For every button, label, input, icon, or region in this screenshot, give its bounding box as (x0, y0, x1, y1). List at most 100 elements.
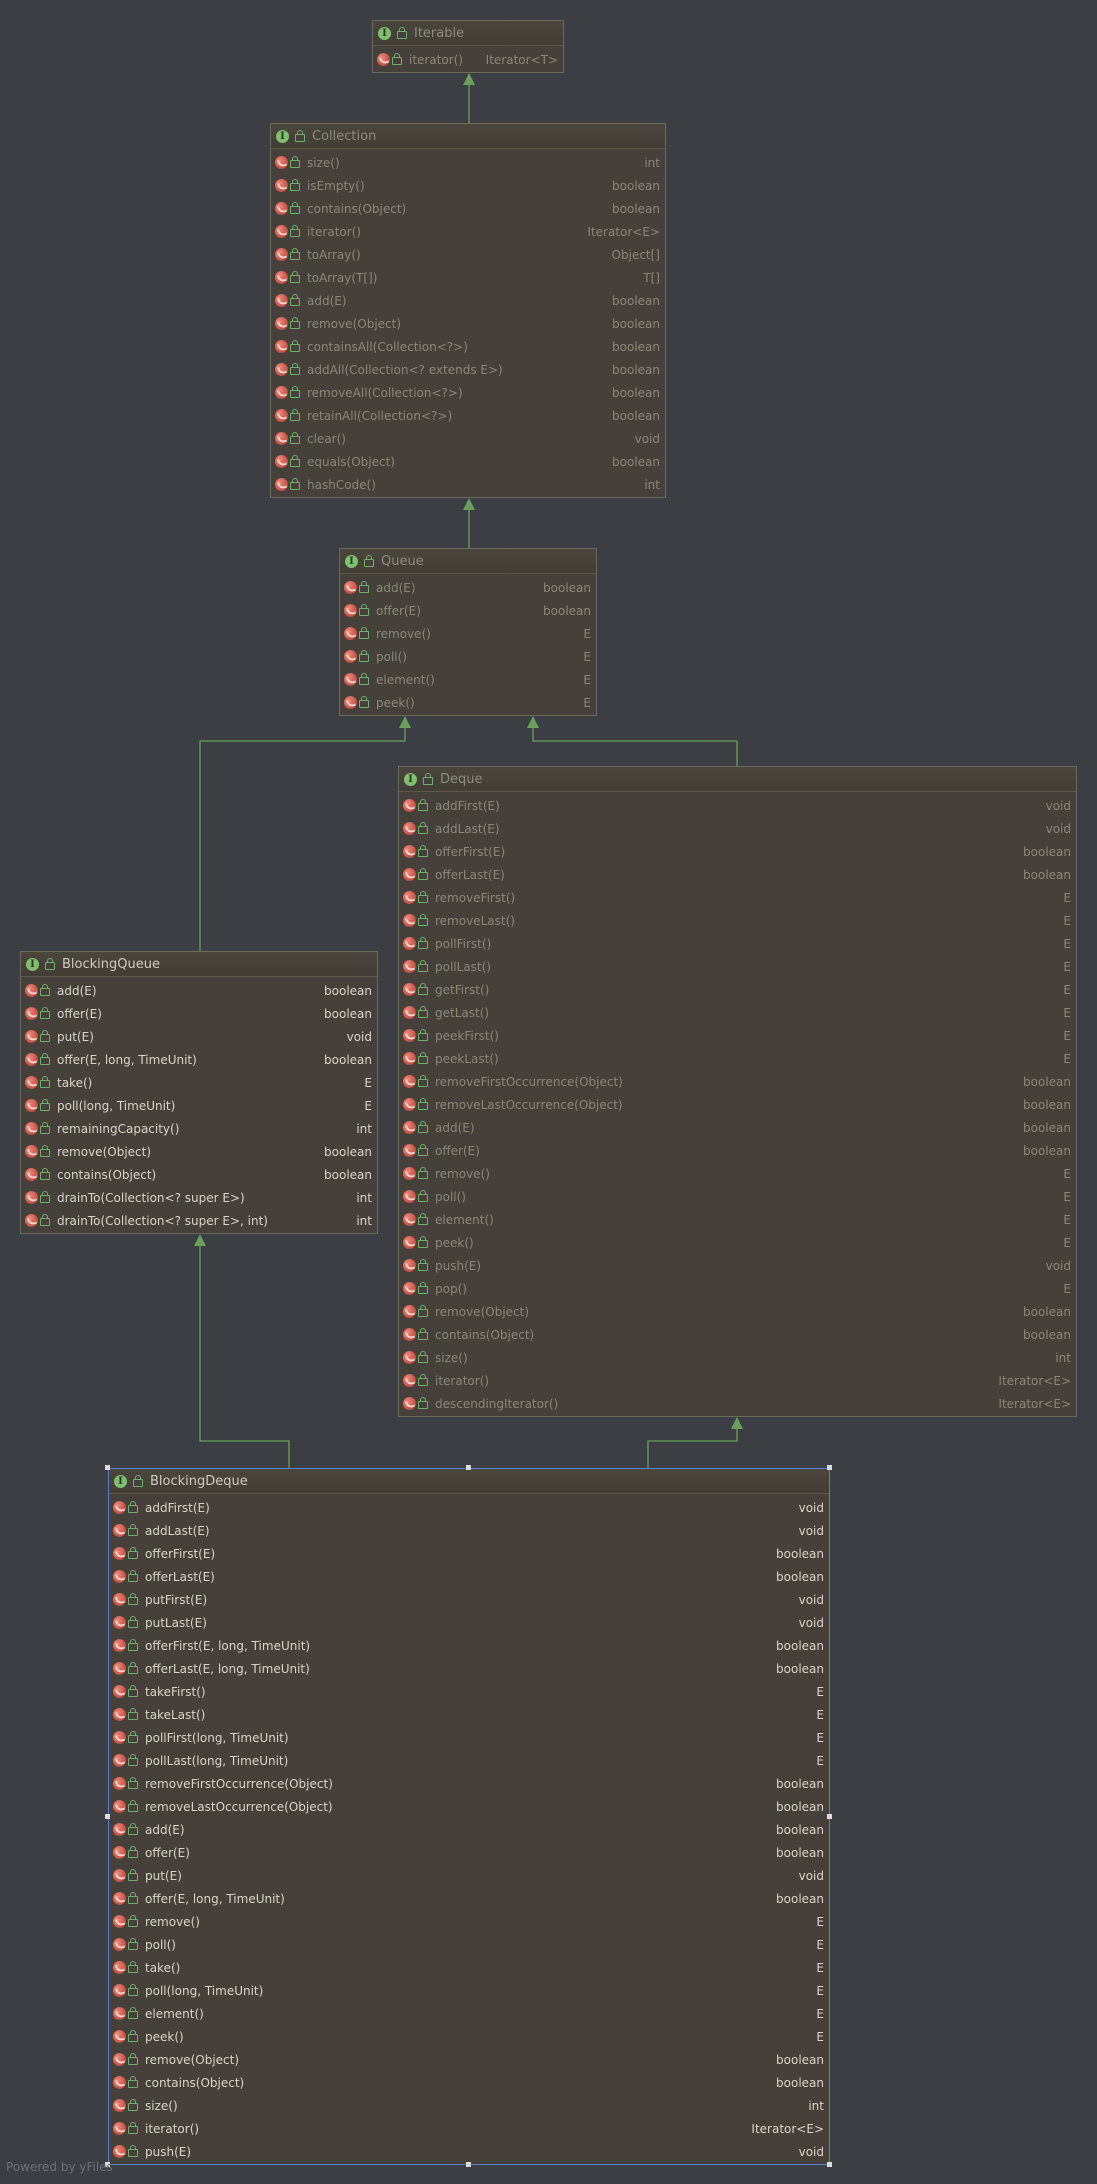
method-row[interactable]: put(E)void (21, 1025, 377, 1048)
method-row[interactable]: getLast()E (399, 1001, 1076, 1024)
edge-collection-to-iterable[interactable] (463, 73, 475, 123)
method-row[interactable]: offerLast(E)boolean (399, 863, 1076, 886)
method-row[interactable]: pollLast(long, TimeUnit)E (109, 1749, 829, 1772)
method-row[interactable]: removeLastOccurrence(Object)boolean (399, 1093, 1076, 1116)
method-row[interactable]: add(E)boolean (399, 1116, 1076, 1139)
method-row[interactable]: removeLastOccurrence(Object)boolean (109, 1795, 829, 1818)
method-row[interactable]: toArray(T[])T[] (271, 266, 665, 289)
method-row[interactable]: add(E)boolean (271, 289, 665, 312)
method-row[interactable]: remainingCapacity()int (21, 1117, 377, 1140)
method-row[interactable]: size()int (399, 1346, 1076, 1369)
method-row[interactable]: addLast(E)void (109, 1519, 829, 1542)
method-row[interactable]: remove()E (340, 622, 596, 645)
selection-handle[interactable] (466, 2162, 471, 2167)
edge-blockingdeque-to-deque[interactable] (647, 1417, 743, 1468)
method-row[interactable]: removeFirst()E (399, 886, 1076, 909)
method-row[interactable]: putFirst(E)void (109, 1588, 829, 1611)
method-row[interactable]: contains(Object)boolean (399, 1323, 1076, 1346)
selection-handle[interactable] (466, 1465, 471, 1470)
selection-handle[interactable] (105, 1813, 110, 1819)
method-row[interactable]: offerLast(E, long, TimeUnit)boolean (109, 1657, 829, 1680)
method-row[interactable]: push(E)void (109, 2140, 829, 2163)
method-row[interactable]: takeLast()E (109, 1703, 829, 1726)
method-row[interactable]: offerFirst(E)boolean (399, 840, 1076, 863)
method-row[interactable]: pollFirst()E (399, 932, 1076, 955)
method-row[interactable]: addFirst(E)void (399, 794, 1076, 817)
method-row[interactable]: offer(E)boolean (21, 1002, 377, 1025)
method-row[interactable]: toArray()Object[] (271, 243, 665, 266)
method-row[interactable]: iterator()Iterator<T> (373, 48, 563, 71)
method-row[interactable]: remove(Object)boolean (399, 1300, 1076, 1323)
method-row[interactable]: addFirst(E)void (109, 1496, 829, 1519)
method-row[interactable]: iterator()Iterator<E> (399, 1369, 1076, 1392)
method-row[interactable]: remove(Object)boolean (271, 312, 665, 335)
method-row[interactable]: offer(E, long, TimeUnit)boolean (21, 1048, 377, 1071)
method-row[interactable]: addAll(Collection<? extends E>)boolean (271, 358, 665, 381)
selection-handle[interactable] (105, 2162, 110, 2167)
method-row[interactable]: removeFirstOccurrence(Object)boolean (109, 1772, 829, 1795)
method-row[interactable]: peek()E (109, 2025, 829, 2048)
edge-deque-to-queue[interactable] (527, 716, 738, 766)
method-row[interactable]: removeFirstOccurrence(Object)boolean (399, 1070, 1076, 1093)
method-row[interactable]: poll()E (399, 1185, 1076, 1208)
method-row[interactable]: take()E (21, 1071, 377, 1094)
method-row[interactable]: remove(Object)boolean (109, 2048, 829, 2071)
method-row[interactable]: offer(E)boolean (109, 1841, 829, 1864)
method-row[interactable]: descendingIterator()Iterator<E> (399, 1392, 1076, 1415)
method-row[interactable]: add(E)boolean (21, 979, 377, 1002)
method-row[interactable]: containsAll(Collection<?>)boolean (271, 335, 665, 358)
method-row[interactable]: isEmpty()boolean (271, 174, 665, 197)
method-row[interactable]: pop()E (399, 1277, 1076, 1300)
method-row[interactable]: peek()E (399, 1231, 1076, 1254)
method-row[interactable]: pollFirst(long, TimeUnit)E (109, 1726, 829, 1749)
method-row[interactable]: drainTo(Collection<? super E>)int (21, 1186, 377, 1209)
selection-handle[interactable] (827, 1465, 832, 1470)
method-row[interactable]: addLast(E)void (399, 817, 1076, 840)
method-row[interactable]: hashCode()int (271, 473, 665, 496)
method-row[interactable]: remove(Object)boolean (21, 1140, 377, 1163)
method-row[interactable]: size()int (271, 151, 665, 174)
method-row[interactable]: offer(E, long, TimeUnit)boolean (109, 1887, 829, 1910)
method-row[interactable]: put(E)void (109, 1864, 829, 1887)
method-row[interactable]: offer(E)boolean (399, 1139, 1076, 1162)
selection-handle[interactable] (827, 2162, 832, 2167)
method-row[interactable]: poll()E (340, 645, 596, 668)
method-row[interactable]: peekLast()E (399, 1047, 1076, 1070)
method-row[interactable]: offer(E)boolean (340, 599, 596, 622)
method-row[interactable]: iterator()Iterator<E> (271, 220, 665, 243)
edge-blockingdeque-to-blockingqueue[interactable] (194, 1234, 290, 1468)
method-row[interactable]: element()E (109, 2002, 829, 2025)
method-row[interactable]: peekFirst()E (399, 1024, 1076, 1047)
method-row[interactable]: takeFirst()E (109, 1680, 829, 1703)
method-row[interactable]: remove()E (109, 1910, 829, 1933)
method-row[interactable]: size()int (109, 2094, 829, 2117)
method-row[interactable]: iterator()Iterator<E> (109, 2117, 829, 2140)
method-row[interactable]: remove()E (399, 1162, 1076, 1185)
method-row[interactable]: element()E (340, 668, 596, 691)
method-row[interactable]: add(E)boolean (109, 1818, 829, 1841)
method-row[interactable]: retainAll(Collection<?>)boolean (271, 404, 665, 427)
method-row[interactable]: take()E (109, 1956, 829, 1979)
method-row[interactable]: putLast(E)void (109, 1611, 829, 1634)
edge-queue-to-collection[interactable] (463, 498, 475, 548)
method-row[interactable]: equals(Object)boolean (271, 450, 665, 473)
method-row[interactable]: clear()void (271, 427, 665, 450)
method-row[interactable]: add(E)boolean (340, 576, 596, 599)
selection-handle[interactable] (105, 1465, 110, 1470)
method-row[interactable]: drainTo(Collection<? super E>, int)int (21, 1209, 377, 1232)
method-row[interactable]: contains(Object)boolean (271, 197, 665, 220)
method-row[interactable]: poll()E (109, 1933, 829, 1956)
method-row[interactable]: getFirst()E (399, 978, 1076, 1001)
method-row[interactable]: push(E)void (399, 1254, 1076, 1277)
method-row[interactable]: offerFirst(E)boolean (109, 1542, 829, 1565)
selection-handle[interactable] (827, 1813, 832, 1819)
method-row[interactable]: removeAll(Collection<?>)boolean (271, 381, 665, 404)
method-row[interactable]: poll(long, TimeUnit)E (109, 1979, 829, 2002)
method-row[interactable]: contains(Object)boolean (109, 2071, 829, 2094)
